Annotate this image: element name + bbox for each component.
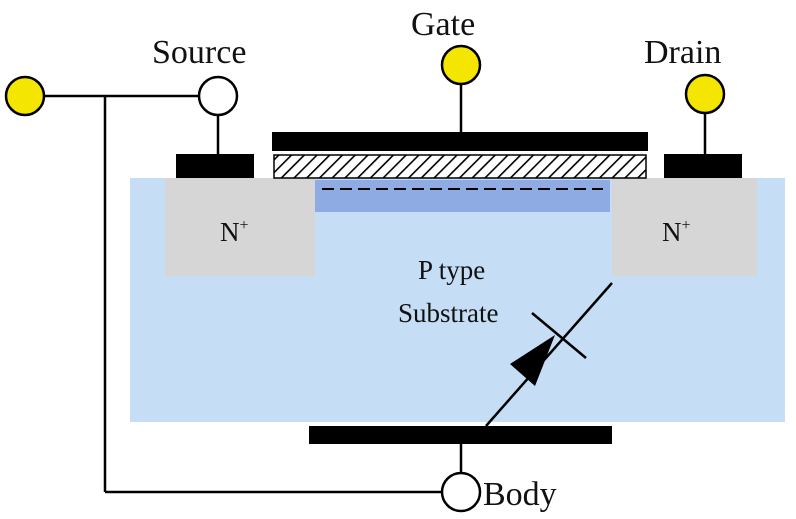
drain-region-label: N+ xyxy=(662,217,691,247)
gate-metal xyxy=(272,132,648,151)
drain-contact xyxy=(664,154,742,178)
body-contact xyxy=(309,426,612,444)
body-terminal-node[interactable] xyxy=(440,471,482,513)
body-diode-triangle xyxy=(510,335,555,386)
gate-oxide xyxy=(273,154,647,179)
inversion-channel xyxy=(315,180,610,212)
left-terminal-node[interactable] xyxy=(4,75,46,117)
body-diode-cathode-bar xyxy=(531,312,587,359)
source-terminal-label: Source xyxy=(152,34,246,71)
source-terminal-node[interactable] xyxy=(197,75,239,117)
drain-n-plus-region xyxy=(612,178,757,276)
body-diode-line xyxy=(485,282,613,427)
body-terminal-label: Body xyxy=(483,476,557,513)
source-contact xyxy=(176,154,254,178)
substrate-label-line2: Substrate xyxy=(398,298,499,328)
drain-terminal-node[interactable] xyxy=(684,73,726,115)
source-n-plus-region xyxy=(165,178,315,276)
gate-terminal-label: Gate xyxy=(411,6,475,43)
source-region-label: N+ xyxy=(220,217,249,247)
drain-terminal-label: Drain xyxy=(644,34,721,71)
substrate-label-line1: P type xyxy=(418,255,485,285)
gate-terminal-node[interactable] xyxy=(440,44,482,86)
